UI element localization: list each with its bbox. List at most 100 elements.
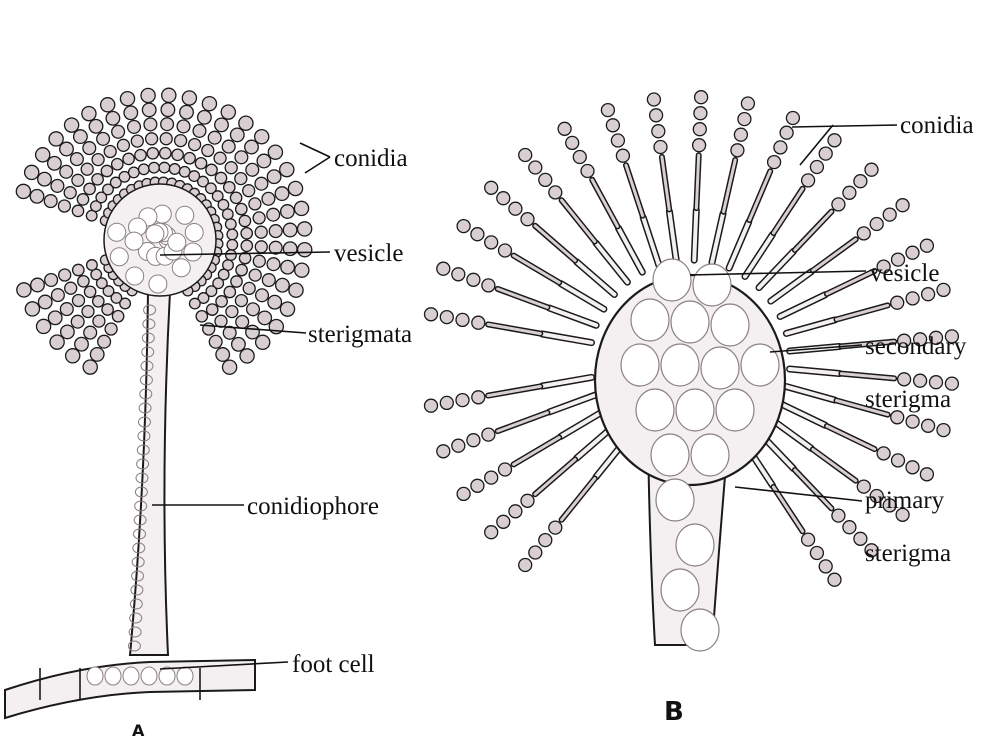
vesicle-cell bbox=[149, 275, 167, 293]
conidium-b bbox=[472, 316, 485, 329]
conidium-b bbox=[652, 125, 665, 138]
vesicle-cell-b bbox=[631, 299, 669, 341]
conidium-b bbox=[854, 175, 867, 188]
primary-sterigma-fill bbox=[759, 251, 794, 287]
conidium bbox=[253, 212, 265, 224]
foot-cell-nucleus bbox=[87, 667, 103, 685]
conidium bbox=[215, 118, 229, 132]
secondary-sterigma-fill bbox=[488, 324, 540, 333]
conidium-b bbox=[425, 399, 438, 412]
vesicle-b bbox=[595, 259, 785, 651]
conidium-b bbox=[810, 161, 823, 174]
conidium-b bbox=[843, 186, 856, 199]
conidium bbox=[89, 120, 103, 134]
primary-sterigma-fill bbox=[729, 222, 749, 268]
conidium-b bbox=[693, 123, 706, 136]
conidium bbox=[283, 223, 297, 237]
primary-sterigma-fill bbox=[745, 235, 772, 277]
conidia-leader-b1 bbox=[792, 125, 897, 127]
conidium bbox=[236, 203, 247, 214]
conidium-b bbox=[452, 439, 465, 452]
vesicle-cell-b bbox=[661, 344, 699, 386]
primary-sterigma-fill bbox=[780, 295, 825, 317]
conidium bbox=[101, 165, 112, 176]
conidium bbox=[128, 121, 141, 134]
conidium bbox=[267, 170, 281, 184]
conidium-b bbox=[440, 396, 453, 409]
secondary-sterigma-fill bbox=[562, 479, 595, 520]
conidium-b bbox=[549, 186, 562, 199]
conidium-b bbox=[832, 198, 845, 211]
conidium bbox=[180, 105, 194, 119]
conidium-b bbox=[471, 228, 484, 241]
conidium bbox=[58, 200, 70, 212]
vesicle-cell-b bbox=[716, 389, 754, 431]
conidium-b bbox=[606, 119, 619, 132]
conidium-b bbox=[485, 471, 498, 484]
conidium-b bbox=[832, 509, 845, 522]
conidium bbox=[281, 205, 295, 219]
foot-cell-nucleus bbox=[141, 667, 157, 685]
primary-sterigma-fill bbox=[780, 404, 825, 426]
conidium bbox=[295, 263, 309, 277]
conidium bbox=[243, 282, 255, 294]
conidium bbox=[61, 325, 75, 339]
conidium bbox=[38, 172, 52, 186]
conidium bbox=[182, 91, 196, 105]
vesicle-cell bbox=[184, 243, 202, 261]
conidium-b bbox=[616, 149, 629, 162]
primary-sterigma-fill bbox=[561, 284, 604, 310]
conidium-b bbox=[650, 109, 663, 122]
primary-sterigma-fill bbox=[712, 214, 723, 263]
conidium bbox=[267, 258, 280, 271]
conidium-b bbox=[437, 262, 450, 275]
conidium-b bbox=[521, 494, 534, 507]
conidium-b bbox=[497, 515, 510, 528]
conidium bbox=[253, 255, 265, 267]
conidium bbox=[160, 148, 171, 159]
conidium bbox=[112, 159, 123, 170]
conidium-b bbox=[482, 428, 495, 441]
conidium bbox=[84, 286, 95, 297]
conidium-b bbox=[472, 391, 485, 404]
conidium-b bbox=[828, 134, 841, 147]
conidium-b bbox=[891, 296, 904, 309]
vesicle-cell-b bbox=[691, 434, 729, 476]
conidium bbox=[161, 103, 175, 117]
conidium bbox=[87, 260, 98, 271]
secondary-sterigma-fill bbox=[535, 226, 575, 261]
conidium bbox=[98, 335, 111, 348]
conidium bbox=[37, 319, 51, 333]
conidium bbox=[52, 289, 65, 302]
conidiophore-stalk bbox=[128, 292, 170, 655]
conidium-b bbox=[819, 560, 832, 573]
panel-letter-b: B bbox=[664, 697, 684, 727]
conidium-b bbox=[768, 156, 781, 169]
conidium bbox=[25, 165, 39, 179]
conidium bbox=[235, 151, 248, 164]
conidium-b bbox=[549, 521, 562, 534]
conidium bbox=[50, 335, 64, 349]
conidium-b bbox=[877, 447, 890, 460]
vesicle-cell-b bbox=[671, 301, 709, 343]
conidium-b bbox=[828, 573, 841, 586]
conidium bbox=[208, 131, 221, 144]
primary-sterigma-fill bbox=[643, 218, 659, 266]
conidium bbox=[222, 140, 235, 153]
conidium-b bbox=[456, 313, 469, 326]
conidium-b bbox=[741, 97, 754, 110]
conidium bbox=[241, 240, 252, 251]
conidium-b bbox=[883, 208, 896, 221]
label-conidia-a: conidia bbox=[334, 145, 408, 172]
conidium-b bbox=[519, 559, 532, 572]
conidium bbox=[214, 152, 226, 164]
secondary-sterigma-fill bbox=[535, 460, 575, 495]
panel-b: conidia vesicle secondary sterigma prima… bbox=[425, 91, 974, 727]
conidium-b bbox=[920, 468, 933, 481]
secondary-sterigma-fill bbox=[498, 289, 548, 307]
conidium-b bbox=[896, 199, 909, 212]
conidium-b bbox=[780, 126, 793, 139]
conidium-b bbox=[482, 279, 495, 292]
conidium bbox=[36, 148, 50, 162]
conidium bbox=[141, 88, 155, 102]
